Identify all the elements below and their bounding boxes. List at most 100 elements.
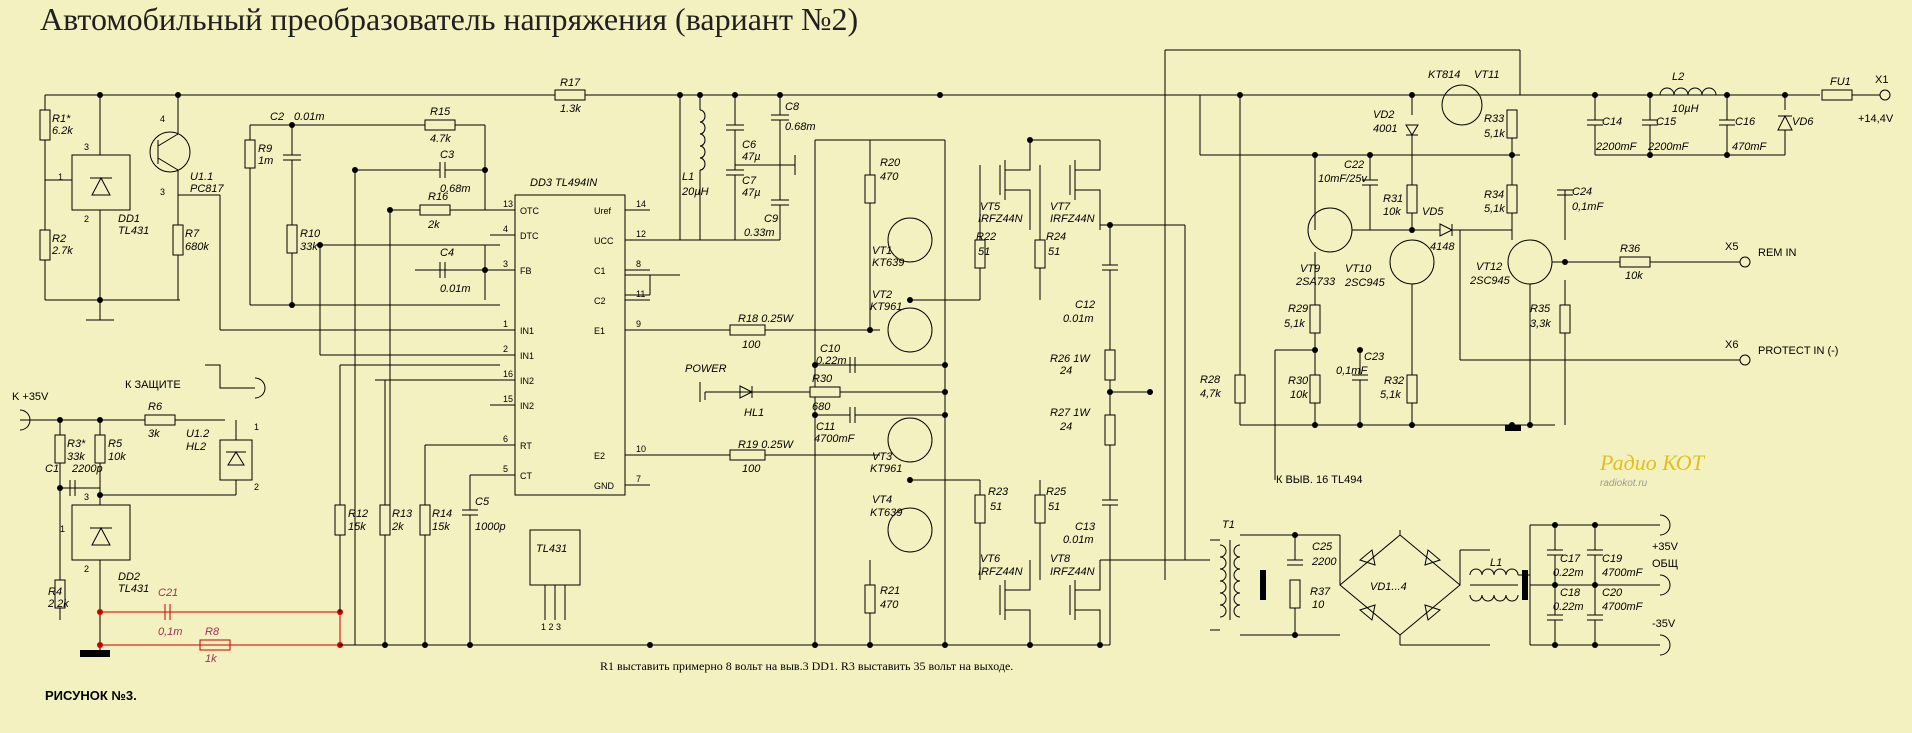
remote-control-block: KT814 VT11 VD2 4001 R31 10k C22 10mF/25v…	[1020, 50, 1838, 486]
dd2-chip	[71, 504, 131, 561]
u11-value: PC817	[190, 183, 225, 195]
r37-label: R37	[1310, 586, 1331, 598]
r33-label: R33	[1484, 113, 1505, 125]
dd3-pin-name: RT	[520, 441, 532, 451]
x5-terminal	[1739, 256, 1751, 268]
r24-label: R24	[1046, 231, 1066, 243]
power-indicator: POWER HL1 C10 0.22m R30 680 C11 4700mF	[685, 343, 945, 445]
r30-label: R30	[812, 373, 833, 385]
r30b-value: 10k	[1290, 389, 1308, 401]
r27-value: 24	[1059, 421, 1072, 433]
dd3-pin-number: 9	[636, 319, 641, 329]
c24-label: C24	[1572, 186, 1592, 198]
r32-label: R32	[1384, 375, 1404, 387]
dd3-pin-name: UCC	[594, 236, 614, 246]
r2-value: 2.7k	[51, 245, 73, 257]
r28-value: 4,7k	[1200, 388, 1221, 400]
r15-value: 4.7k	[430, 133, 451, 145]
r20-value: 470	[880, 171, 899, 183]
r1-value: 6.2k	[52, 125, 73, 137]
r6-value: 3k	[148, 428, 160, 440]
dd3-pin-number: 12	[636, 229, 646, 239]
r8-value: 1k	[205, 653, 217, 665]
c16-label: C16	[1735, 116, 1756, 128]
supply-filter: R17 1.3k L1 20µH C6 47µ C7 47µ C8 0.68m …	[554, 77, 816, 296]
r16-label: R16	[428, 191, 449, 203]
c3-value: 0.68m	[440, 183, 471, 195]
dd3-pin-name: CT	[520, 471, 532, 481]
dd3-pin-number: 5	[503, 464, 508, 474]
r21-resistor	[864, 584, 876, 614]
dd3-pin-name: IN2	[520, 376, 534, 386]
dd3-pin-name: Uref	[594, 206, 612, 216]
vt4-value: KT639	[870, 507, 902, 519]
figure-caption: РИСУНОК №3.	[45, 688, 137, 703]
r34-value: 5,1k	[1484, 203, 1505, 215]
r9-label: R9	[258, 143, 272, 155]
vt8-label: VT8	[1050, 553, 1071, 565]
fu1-fuse	[1821, 89, 1853, 101]
r37-resistor	[1289, 579, 1301, 609]
c8-value: 0.68m	[785, 121, 816, 133]
r27-label: R27 1W	[1050, 407, 1091, 419]
dd1-value: TL431	[118, 225, 149, 237]
c25-label: C25	[1312, 541, 1333, 553]
vd1-4-label: VD1...4	[1370, 581, 1407, 593]
r16-resistor	[419, 204, 451, 216]
vt12-value: 2SC945	[1469, 275, 1511, 287]
r20-resistor	[864, 174, 876, 204]
vt1-label: VT1	[872, 245, 892, 257]
vt9-value: 2SA733	[1295, 276, 1336, 288]
c22-value: 10mF/25v	[1318, 173, 1368, 185]
r27-resistor	[1104, 414, 1116, 446]
c10-value: 0.22m	[816, 355, 847, 367]
vd5-label: VD5	[1422, 206, 1444, 218]
r28-resistor	[1234, 374, 1246, 404]
r35-label: R35	[1530, 303, 1551, 315]
r5-label: R5	[108, 438, 123, 450]
t1-label: T1	[1222, 519, 1235, 531]
r2-label: R2	[52, 233, 66, 245]
vt6-label: VT6	[980, 553, 1001, 565]
l2-label: L2	[1672, 71, 1684, 83]
r37-value: 10	[1312, 599, 1325, 611]
dd3-pin-name: C1	[594, 266, 606, 276]
timing-network: R12 15k R13 2k R14 15k C5 1000p	[334, 364, 506, 645]
c9-label: C9	[764, 213, 778, 225]
dd3-pin-number: 14	[636, 199, 646, 209]
c23-label: C23	[1364, 351, 1385, 363]
svg-text:2: 2	[84, 564, 89, 574]
r13-value: 2k	[391, 521, 404, 533]
r21-value: 470	[880, 599, 899, 611]
dd2-block: K +35V R3* 33k R5 10k R6 3k К ЗАЩИТЕ U1.…	[12, 364, 1110, 665]
power-label: POWER	[685, 363, 727, 375]
r23-label: R23	[988, 486, 1009, 498]
radiokot-url: radiokot.ru	[1600, 478, 1648, 489]
r33-resistor	[1506, 109, 1518, 139]
vt3-value: KT961	[870, 463, 902, 475]
vt10-transistor	[1389, 239, 1435, 285]
r17-resistor	[554, 89, 586, 101]
r36-value: 10k	[1625, 270, 1643, 282]
dd3-pin-number: 15	[503, 394, 513, 404]
r21-label: R21	[880, 585, 900, 597]
c17-label: C17	[1560, 553, 1581, 565]
c6-label: C6	[742, 139, 757, 151]
dd3-pin-number: 10	[636, 444, 646, 454]
c11-value: 4700mF	[814, 433, 856, 445]
r6-label: R6	[148, 401, 163, 413]
r34-resistor	[1506, 184, 1518, 214]
vt7-value: IRFZ44N	[1050, 213, 1095, 225]
r7-label: R7	[185, 228, 200, 240]
x1-label: X1	[1875, 74, 1888, 86]
kvyv-net-label: К ВЫВ. 16 TL494	[1276, 474, 1362, 486]
vt7-label: VT7	[1050, 201, 1071, 213]
x6-label: X6	[1725, 339, 1738, 351]
r20-label: R20	[880, 157, 901, 169]
tl431-pins: 1 2 3	[541, 622, 561, 632]
r12-label: R12	[348, 508, 368, 520]
svg-text:1: 1	[58, 172, 63, 182]
r18-resistor	[729, 324, 766, 336]
input-filter: C14 2200mF C15 2200mF L2 10µH C16 470mF …	[1587, 71, 1894, 156]
